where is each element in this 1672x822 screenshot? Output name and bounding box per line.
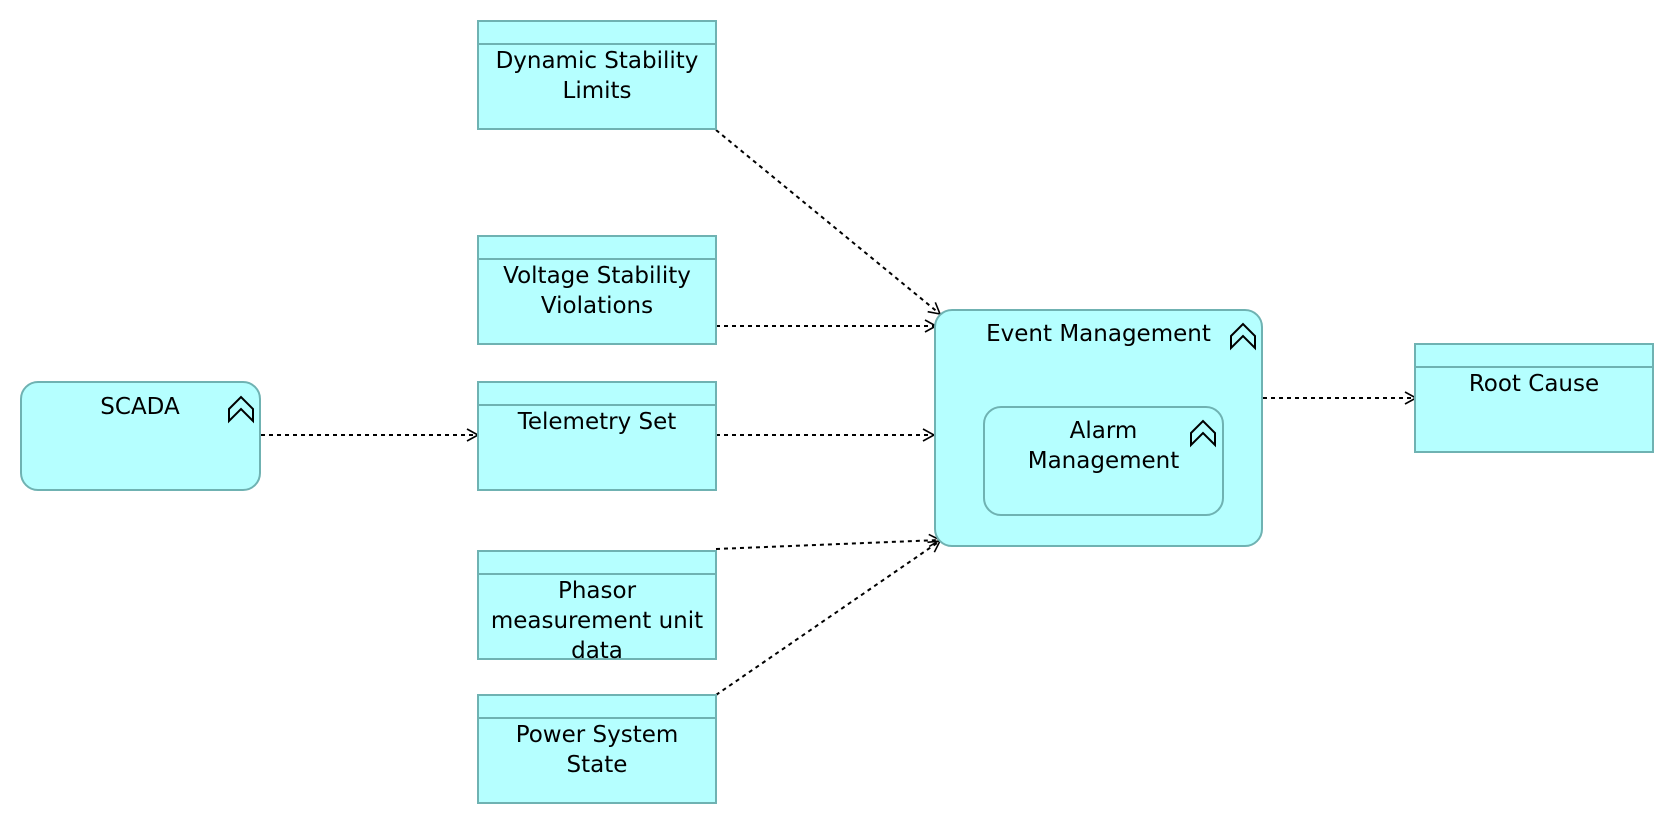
root-cause-label: Root Cause <box>1468 371 1600 397</box>
voltage-stability-violations-label: Voltage Stability Violations <box>503 263 691 319</box>
data-object-header <box>479 383 715 406</box>
telemetry-set-label: Telemetry Set <box>517 409 677 435</box>
root-cause-node[interactable]: Root Cause <box>1414 343 1654 453</box>
phasor-measurement-data-node[interactable]: Phasor measurement unit data <box>477 550 717 664</box>
event-management-node[interactable]: Event Management Alarm Management <box>934 309 1263 547</box>
edge-dynamic-stability-to-event-management[interactable] <box>715 129 942 316</box>
process-chevron-icon <box>1190 419 1216 448</box>
data-object-header <box>479 552 715 575</box>
phasor-measurement-data-label: Phasor measurement unit data <box>490 578 704 664</box>
voltage-stability-violations-node[interactable]: Voltage Stability Violations <box>477 235 717 345</box>
data-object-header <box>479 696 715 719</box>
data-object-header <box>1416 345 1652 368</box>
alarm-management-label: Alarm Management <box>1027 418 1180 474</box>
process-chevron-icon <box>228 395 254 424</box>
data-object-header <box>479 22 715 45</box>
telemetry-set-node[interactable]: Telemetry Set <box>477 381 717 491</box>
dynamic-stability-limits-label: Dynamic Stability Limits <box>495 48 699 104</box>
power-system-state-label: Power System State <box>515 722 679 778</box>
dynamic-stability-limits-node[interactable]: Dynamic Stability Limits <box>477 20 717 130</box>
event-management-label: Event Management <box>986 321 1211 347</box>
power-system-state-node[interactable]: Power System State <box>477 694 717 804</box>
alarm-management-node[interactable]: Alarm Management <box>983 406 1224 516</box>
edge-phasor-to-event-management[interactable] <box>715 533 942 550</box>
process-chevron-icon <box>1230 322 1256 351</box>
data-object-header <box>479 237 715 260</box>
edge-power-state-to-event-management[interactable] <box>715 540 942 696</box>
scada-node[interactable]: SCADA <box>20 381 261 491</box>
scada-label: SCADA <box>100 394 180 420</box>
